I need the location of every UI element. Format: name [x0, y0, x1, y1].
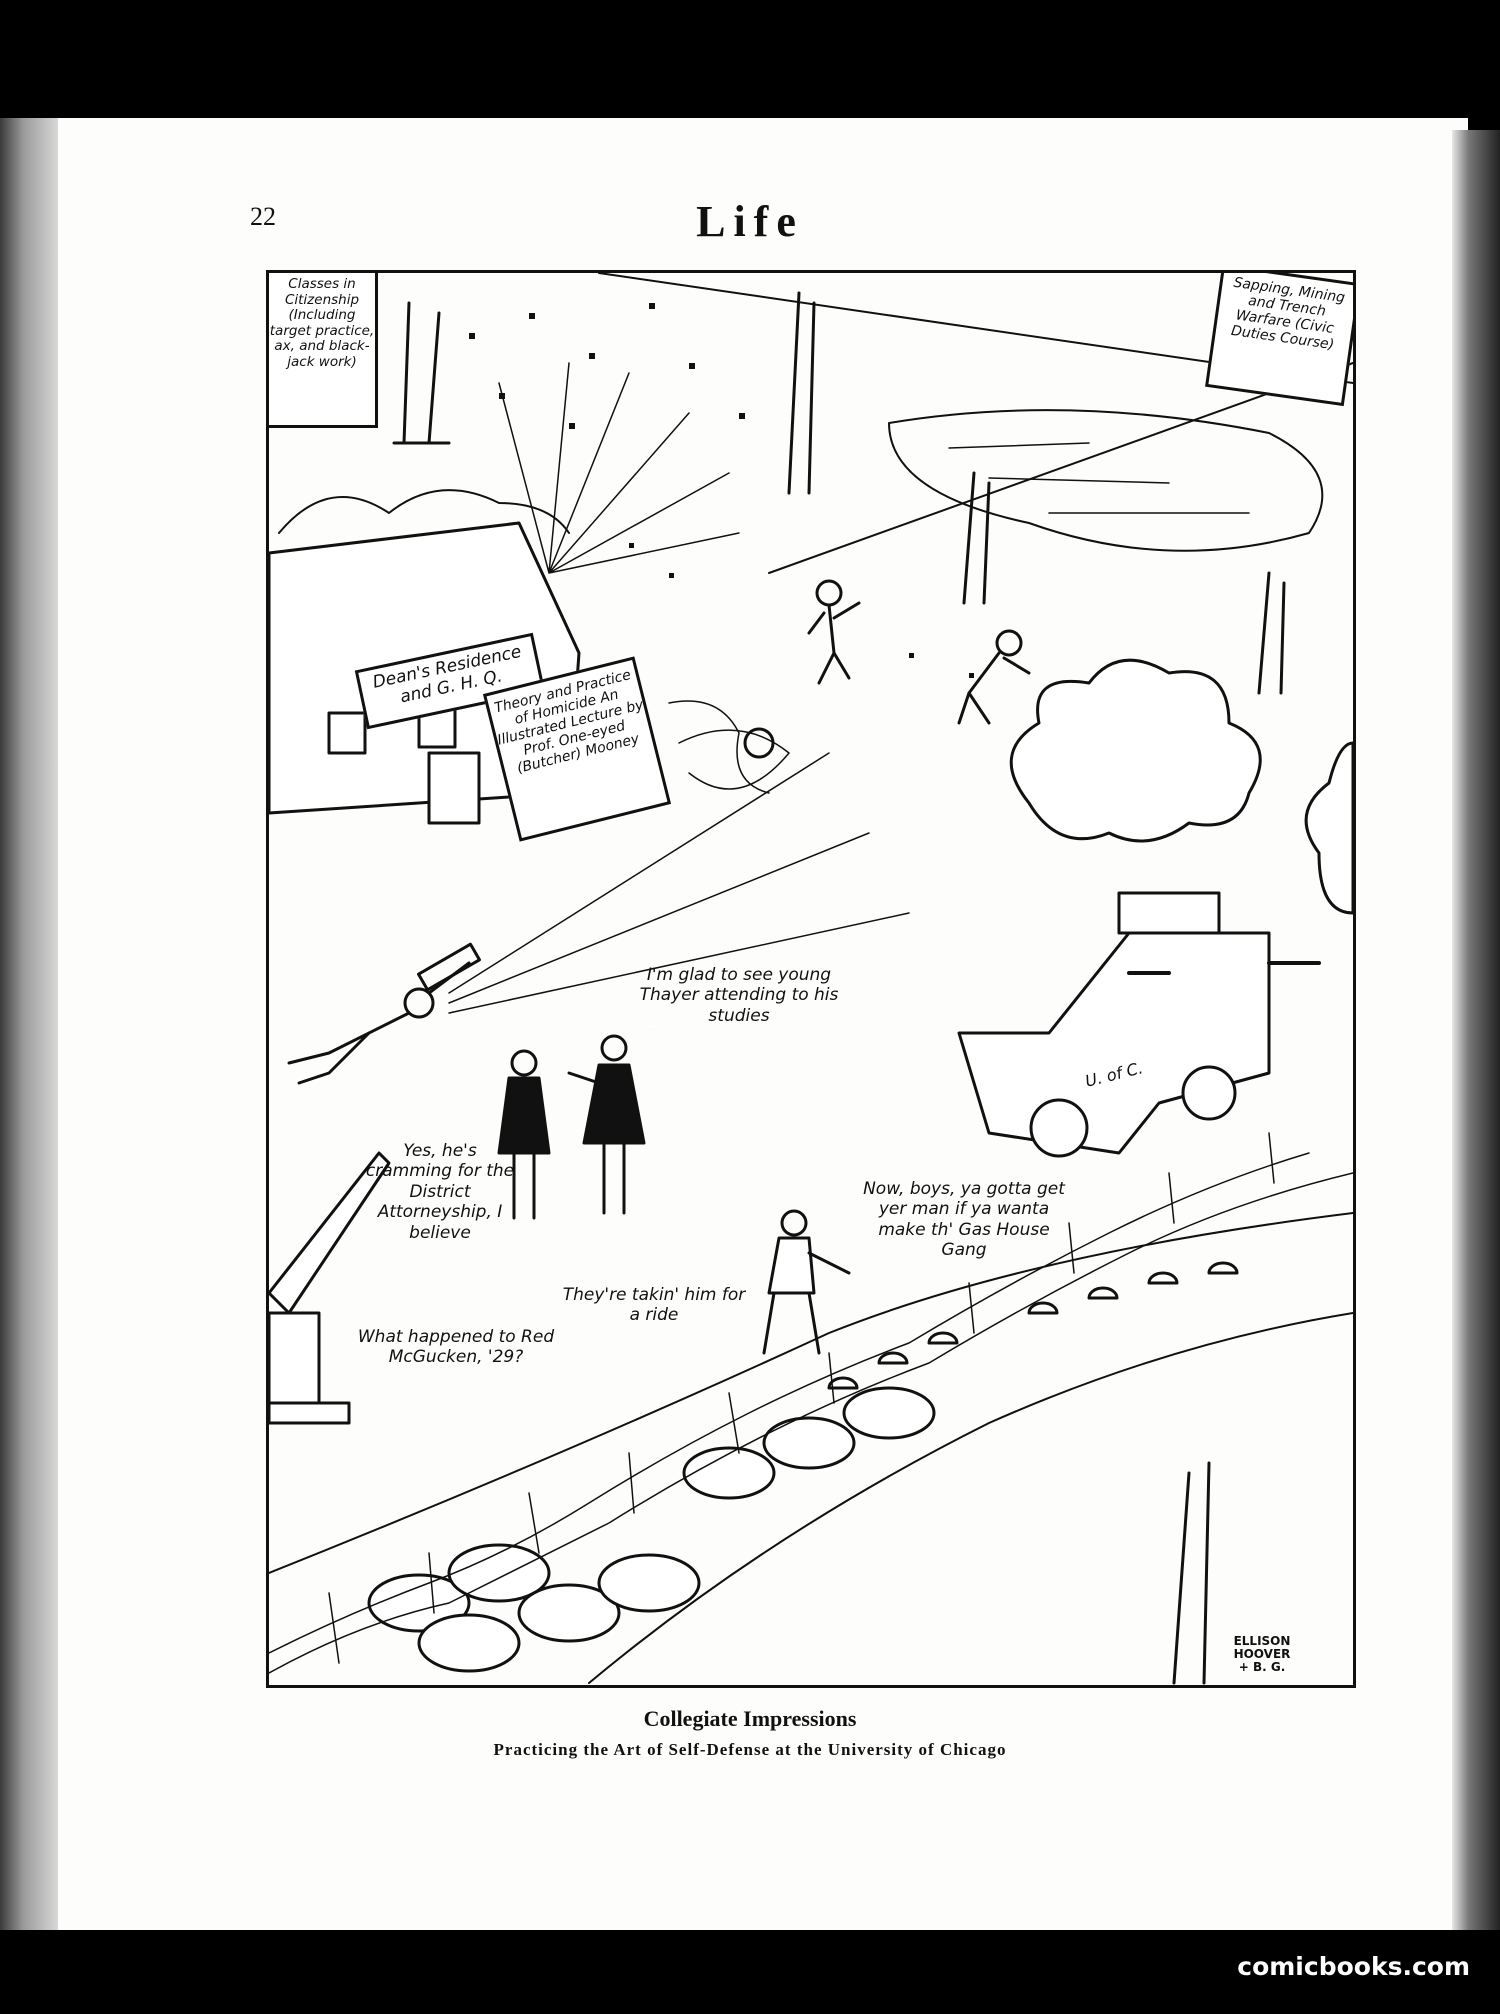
caption-title: Collegiate Impressions — [643, 1706, 857, 1731]
speech-takin-him: They're takin' him for a ride — [562, 1285, 746, 1326]
tree-foreground — [1172, 1461, 1211, 1685]
speech-glad-to-see: I'm glad to see young Thayer attending t… — [639, 965, 839, 1026]
book-right-edge — [1452, 130, 1500, 1930]
sweater-letter: C — [646, 1013, 658, 1033]
artist-signature: ELLISON HOOVER + B. G. — [1233, 1634, 1291, 1675]
magazine-title: Life — [696, 197, 804, 246]
prone-student — [287, 942, 481, 1085]
trench-line — [269, 1212, 1353, 1574]
coach — [762, 1209, 851, 1355]
cartoon-panel: Classes in Citizenship (Including target… — [266, 270, 1356, 1688]
cannon — [269, 1151, 391, 1425]
smoke-cloud — [1009, 658, 1262, 843]
speech-cramming: Yes, he's cramming for the District Atto… — [365, 1141, 515, 1243]
book-left-edge — [0, 118, 58, 1930]
tree-far-right — [1257, 571, 1286, 695]
soldier-helmets — [827, 1261, 1239, 1390]
field-line — [768, 362, 1353, 574]
tree-left — [392, 301, 451, 445]
tree-right — [962, 471, 991, 605]
speech-what-happened: What happened to Red McGucken, '29? — [357, 1327, 555, 1368]
caption-subtitle: Practicing the Art of Self-Defense at th… — [493, 1740, 1007, 1759]
armored-truck — [957, 891, 1321, 1158]
tree-mid — [787, 291, 816, 495]
sapping-sign: Sapping, Mining and Trench Warfare (Civi… — [1205, 273, 1353, 407]
debris — [469, 303, 974, 678]
citizenship-sign: Classes in Citizenship (Including target… — [269, 273, 378, 428]
sandbags — [367, 1386, 936, 1673]
pond — [888, 409, 1324, 552]
tumbling-figure — [815, 579, 843, 607]
speech-now-boys: Now, boys, ya gotta get yer man if ya wa… — [863, 1179, 1065, 1261]
site-watermark: comicbooks.com — [1237, 1952, 1470, 1981]
page-number: 22 — [250, 202, 276, 231]
explosion-rays — [498, 362, 740, 574]
professors — [497, 1034, 646, 1220]
gun-beam — [448, 752, 910, 1014]
barbed-wire — [269, 1132, 1353, 1674]
